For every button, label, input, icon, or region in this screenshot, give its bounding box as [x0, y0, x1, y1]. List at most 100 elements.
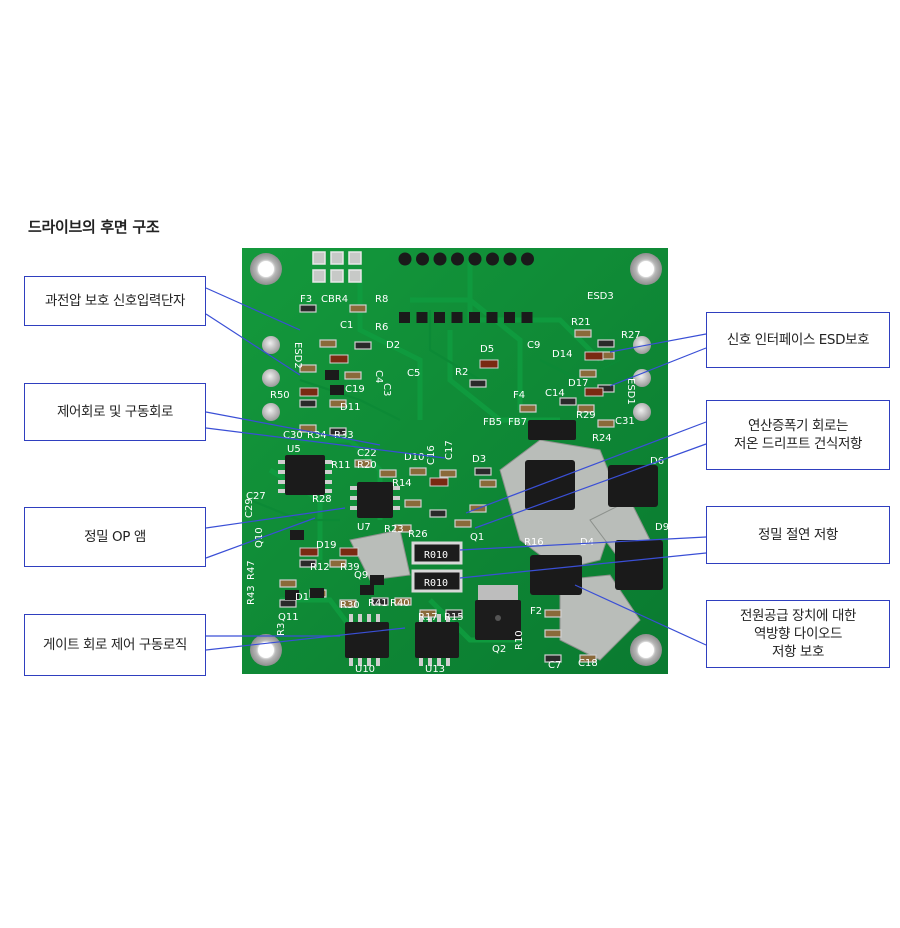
callout-gate: 게이트 회로 제어 구동로직 — [24, 614, 206, 676]
silk-fb7: FB7 — [508, 417, 527, 428]
callout-insulation: 정밀 절연 저항 — [706, 506, 890, 564]
res1-label: R010 — [424, 550, 448, 561]
ic-u5 — [278, 455, 332, 495]
silk-u5: U5 — [287, 444, 301, 455]
header-pad — [504, 312, 515, 323]
callout-reverse: 전원공급 장치에 대한 역방향 다이오드 저항 보호 — [706, 600, 890, 668]
header-pad — [486, 312, 498, 323]
smd-part — [454, 519, 472, 528]
square-pads — [312, 251, 362, 283]
smd-part — [474, 467, 492, 476]
silk-d4: D4 — [580, 537, 594, 548]
diode-part — [339, 547, 359, 557]
edge-pin — [262, 403, 280, 421]
silk-r17: R17 — [418, 612, 438, 623]
silk-r21: R21 — [571, 317, 591, 328]
silk-r30: R30 — [340, 600, 360, 611]
left-edge-pins — [262, 336, 280, 421]
callout-insulation-text: 정밀 절연 저항 — [758, 526, 838, 543]
silk-r47: R47 — [246, 560, 257, 580]
smd-part — [445, 609, 463, 618]
sot-part — [360, 585, 374, 595]
callout-reverse-line2: 역방향 다이오드 — [753, 625, 843, 642]
header-pad — [521, 312, 533, 323]
smd-part — [519, 404, 537, 413]
silk-c30: C30 — [283, 430, 303, 441]
silk-r2: R2 — [455, 367, 468, 378]
smd-part — [544, 654, 562, 663]
mount-hole-tl — [250, 253, 282, 285]
silk-c27: C27 — [246, 491, 266, 502]
silk-r16: R16 — [524, 537, 544, 548]
top-header-pins — [398, 252, 534, 266]
silk-r20: R20 — [357, 460, 377, 471]
smd-part — [379, 469, 397, 478]
silk-r33: R33 — [334, 430, 354, 441]
top-square-pads — [399, 312, 533, 323]
header-pin — [433, 252, 447, 266]
silk-esd3: ESD3 — [587, 291, 614, 302]
silk-c16: C16 — [426, 445, 437, 465]
sot-part — [370, 575, 384, 585]
silk-c22: C22 — [357, 448, 377, 459]
silk-r41: R41 — [368, 598, 388, 609]
silk-r24: R24 — [592, 433, 612, 444]
callout-gate-text: 게이트 회로 제어 구동로직 — [43, 636, 187, 653]
smd-part — [279, 599, 297, 608]
res2-label: R010 — [424, 578, 448, 589]
edge-pin — [633, 403, 651, 421]
mount-hole-tr — [630, 253, 662, 285]
smd-part — [344, 371, 362, 380]
callout-overvoltage-text: 과전압 보호 신호입력단자 — [44, 292, 185, 309]
silk-r26: R26 — [408, 529, 428, 540]
ic-u7 — [350, 482, 400, 518]
header-pad — [416, 312, 428, 323]
diode-part — [299, 387, 319, 397]
header-pad — [399, 312, 410, 323]
header-pin — [416, 252, 429, 266]
mount-hole-br — [630, 634, 662, 666]
silk-esd1: ESD1 — [625, 378, 636, 405]
callout-control-text: 제어회로 및 구동회로 — [57, 403, 173, 420]
callout-op-amp-text: 정밀 OP 앰 — [84, 528, 146, 545]
sot-part — [330, 385, 344, 395]
header-pin — [521, 252, 534, 266]
header-pin — [468, 252, 482, 266]
silk-r34: R34 — [307, 430, 327, 441]
silk-u10: U10 — [355, 664, 375, 675]
silk-r10: R10 — [514, 630, 525, 650]
sot-part — [325, 370, 339, 380]
smd-part — [597, 339, 615, 348]
smd-part — [394, 524, 412, 533]
sot-part — [285, 590, 299, 600]
silk-r6: R6 — [375, 322, 388, 333]
smd-part — [469, 379, 487, 388]
silk-cbr4: CBR4 — [321, 294, 348, 305]
silk-r43: R43 — [246, 585, 257, 605]
smd-part — [409, 467, 427, 476]
silk-r50: R50 — [270, 390, 290, 401]
smd-part — [544, 609, 562, 618]
silk-d2: D2 — [386, 340, 400, 351]
header-pin — [503, 252, 517, 266]
silk-c4: C4 — [373, 370, 384, 383]
callout-esd: 신호 인터페이스 ESD보호 — [706, 312, 890, 368]
smd-part — [354, 341, 372, 350]
callout-overvoltage: 과전압 보호 신호입력단자 — [24, 276, 206, 326]
smd-part — [299, 559, 317, 568]
silk-u13: U13 — [425, 664, 445, 675]
smd-part — [419, 609, 437, 618]
ic-u13 — [415, 614, 459, 666]
smd-part — [579, 654, 597, 663]
edge-pin — [262, 336, 280, 354]
silk-c29: C29 — [244, 498, 255, 518]
silk-f2: F2 — [530, 606, 542, 617]
callout-control: 제어회로 및 구동회로 — [24, 383, 206, 441]
header-pin — [398, 252, 412, 266]
smd-part — [329, 559, 347, 568]
transistor-q2 — [475, 585, 521, 640]
silk-r11: R11 — [331, 460, 351, 471]
silk-q11: Q11 — [278, 612, 299, 623]
callout-op-amp: 정밀 OP 앰 — [24, 507, 206, 567]
mount-hole-bl — [250, 634, 282, 666]
